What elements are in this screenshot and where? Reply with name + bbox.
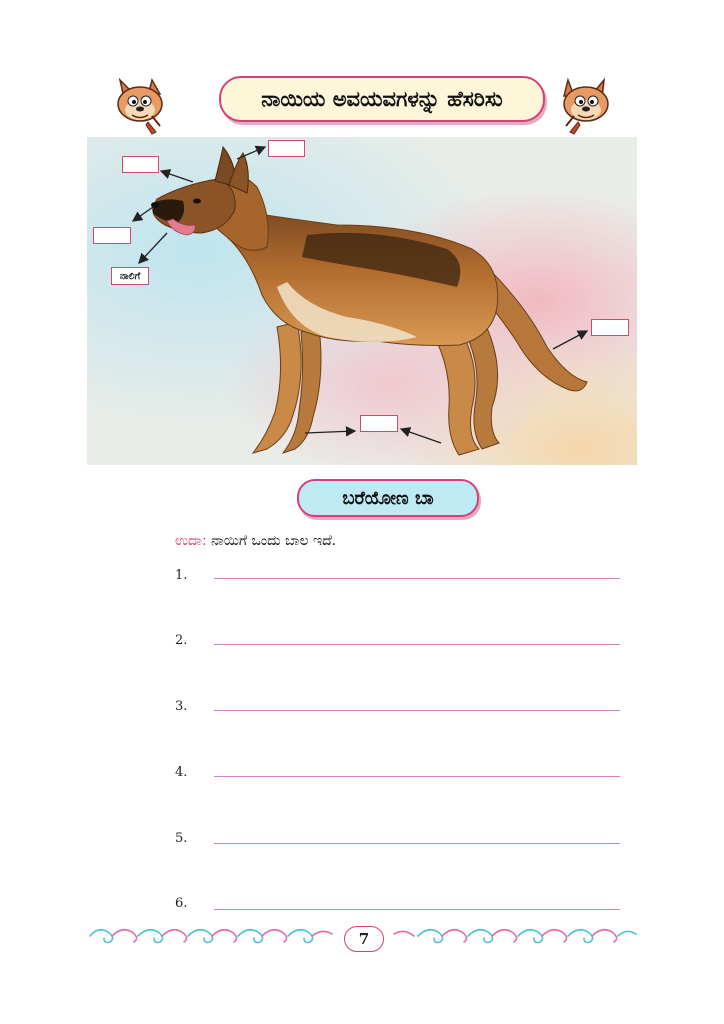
example-tag: ಉದಾ: [175, 533, 207, 549]
dog-scene-icon [87, 137, 637, 465]
line-number: 2. [175, 633, 188, 648]
example-text: ನಾಯಿಗೆ ಒಂದು ಬಾಲ ಇದೆ. [206, 533, 337, 549]
label-blank-legs[interactable] [360, 415, 398, 432]
answer-line-5[interactable] [214, 843, 620, 844]
answer-line-3[interactable] [214, 710, 620, 711]
page-title: ನಾಯಿಯ ಅವಯವಗಳನ್ನು ಹೆಸರಿಸು [219, 76, 545, 122]
chipmunk-mascot-left-icon [117, 77, 163, 135]
label-blank-mouth[interactable] [93, 227, 131, 244]
label-tongue: ನಾಲಿಗೆ [111, 267, 149, 285]
label-blank-eye[interactable] [268, 140, 305, 157]
answer-line-1[interactable] [214, 578, 620, 579]
page-title-text: ನಾಯಿಯ ಅವಯವಗಳನ್ನು ಹೆಸರಿಸು [261, 86, 503, 111]
section-title: ಬರೆಯೋಣ ಬಾ [297, 479, 479, 517]
line-number: 4. [175, 765, 188, 780]
label-blank-tail[interactable] [591, 319, 629, 336]
section-title-text: ಬರೆಯೋಣ ಬಾ [342, 487, 434, 509]
page-number-text: 7 [358, 930, 370, 948]
answer-line-4[interactable] [214, 776, 620, 777]
decorative-swirl-border-icon [89, 928, 637, 944]
line-number: 3. [175, 699, 188, 714]
dog-illustration [87, 137, 637, 465]
answer-line-2[interactable] [214, 644, 620, 645]
page-number: 7 [344, 926, 384, 952]
line-number: 5. [175, 831, 188, 846]
label-tongue-text: ನಾಲಿಗೆ [119, 270, 141, 282]
chipmunk-mascot-right-icon [563, 77, 609, 135]
label-blank-ear[interactable] [122, 156, 159, 173]
line-number: 6. [175, 896, 188, 911]
example-sentence: ಉದಾ: ನಾಯಿಗೆ ಒಂದು ಬಾಲ ಇದೆ. [175, 533, 336, 549]
line-number: 1. [175, 568, 188, 583]
answer-line-6[interactable] [214, 909, 620, 910]
